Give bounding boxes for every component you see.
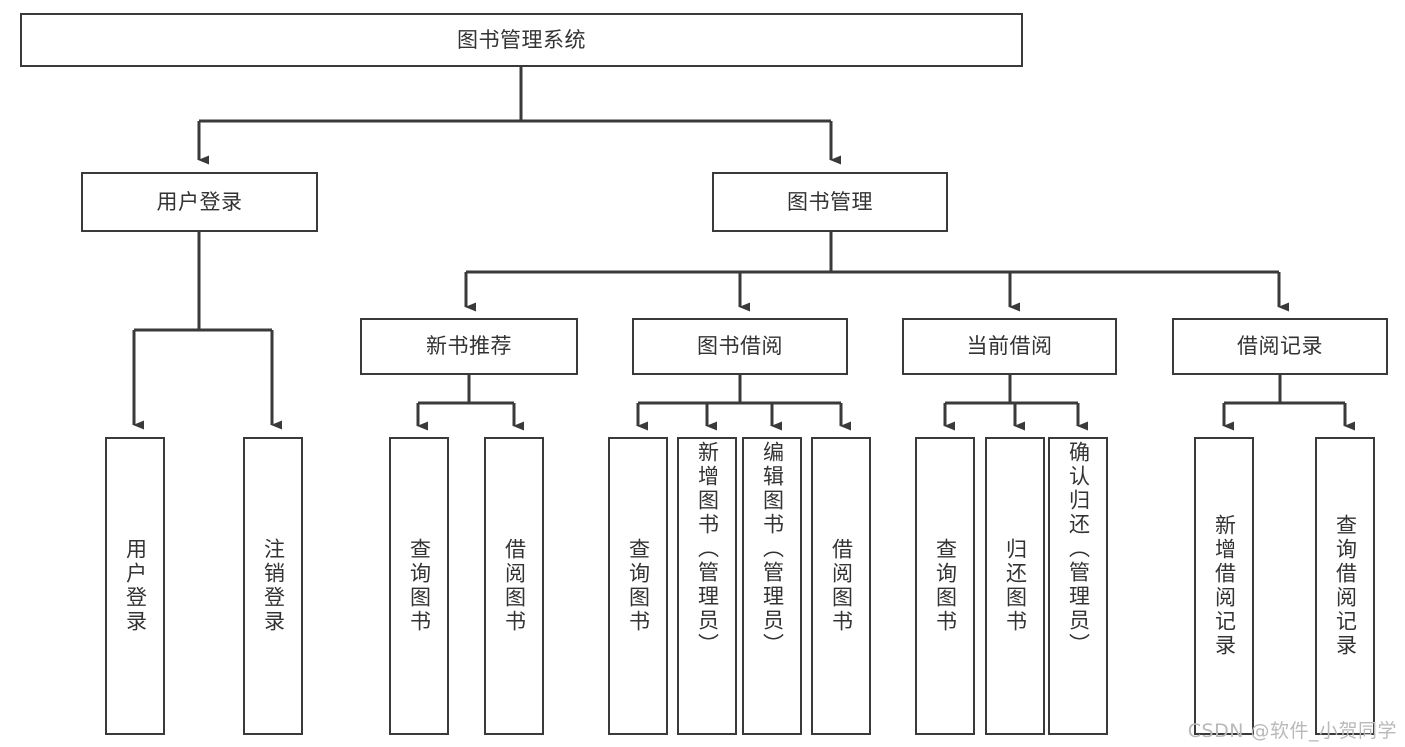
leaf-label: 查询图书 [933,538,958,634]
leaf-current-borrow-confirm-return-admin[interactable]: 确认归还（管理员） [1048,437,1108,735]
leaf-current-borrow-query-books[interactable]: 查询图书 [915,437,975,735]
leaf-user-login-logout[interactable]: 注销登录 [243,437,303,735]
leaf-label: 编辑图书（管理员） [760,441,785,657]
leaf-borrow-record-query-record[interactable]: 查询借阅记录 [1315,437,1375,735]
node-current-borrow[interactable]: 当前借阅 [902,318,1117,375]
leaf-user-login-login[interactable]: 用户登录 [105,437,165,735]
leaf-current-borrow-return-books[interactable]: 归还图书 [985,437,1045,735]
leaf-label: 查询图书 [626,538,651,634]
leaf-book-borrow-query-books[interactable]: 查询图书 [608,437,668,735]
leaf-label: 用户登录 [123,538,148,634]
node-new-book-recommend[interactable]: 新书推荐 [360,318,578,375]
leaf-label: 查询借阅记录 [1333,514,1358,658]
leaf-label: 归还图书 [1003,538,1028,634]
leaf-label: 新增图书（管理员） [695,441,720,657]
node-user-login[interactable]: 用户登录 [81,172,318,232]
node-book-management[interactable]: 图书管理 [712,172,948,232]
node-book-borrow-label: 图书借阅 [697,334,783,359]
leaf-label: 确认归还（管理员） [1066,441,1091,657]
leaf-label: 借阅图书 [502,538,527,634]
leaf-label: 查询图书 [407,538,432,634]
node-book-management-label: 图书管理 [787,189,873,214]
node-borrow-record[interactable]: 借阅记录 [1172,318,1388,375]
leaf-label: 注销登录 [261,538,286,634]
node-user-login-label: 用户登录 [156,189,243,214]
node-root-book-management-system[interactable]: 图书管理系统 [20,13,1023,67]
node-book-borrow[interactable]: 图书借阅 [632,318,848,375]
leaf-book-borrow-edit-book-admin[interactable]: 编辑图书（管理员） [742,437,802,735]
leaf-book-borrow-add-book-admin[interactable]: 新增图书（管理员） [677,437,737,735]
leaf-book-borrow-borrow-books[interactable]: 借阅图书 [811,437,871,735]
watermark-text: CSDN @软件_小贺同学 [1187,720,1397,742]
leaf-borrow-record-add-record[interactable]: 新增借阅记录 [1194,437,1254,735]
node-borrow-record-label: 借阅记录 [1237,334,1323,359]
node-current-borrow-label: 当前借阅 [966,334,1053,359]
leaf-label: 新增借阅记录 [1212,514,1237,658]
node-root-label: 图书管理系统 [457,27,586,52]
leaf-new-book-query-books[interactable]: 查询图书 [389,437,449,735]
leaf-label: 借阅图书 [829,538,854,634]
leaf-new-book-borrow-books[interactable]: 借阅图书 [484,437,544,735]
node-new-book-recommend-label: 新书推荐 [426,334,512,359]
